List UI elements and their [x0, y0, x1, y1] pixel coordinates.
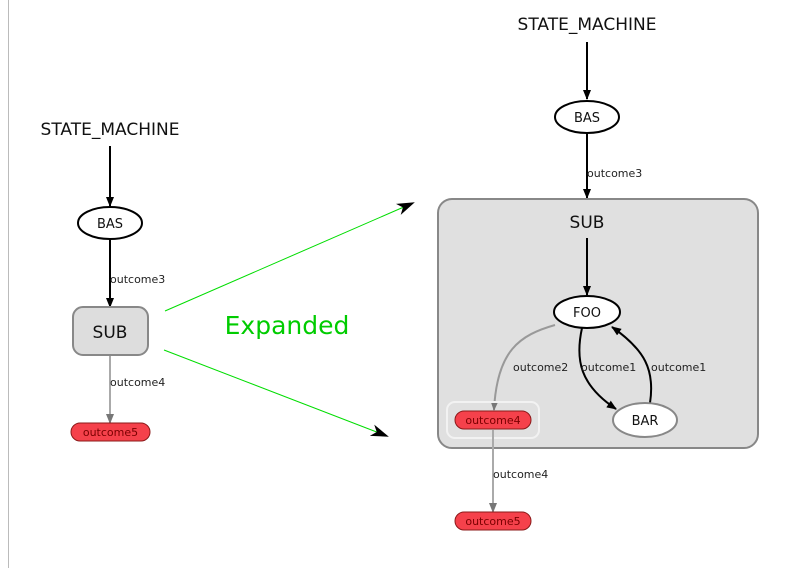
- left-container-sub-label: SUB: [93, 323, 128, 343]
- left-title: STATE_MACHINE: [41, 120, 180, 140]
- right-edge-bas-sub-label: outcome3: [587, 167, 642, 180]
- right-state-bas[interactable]: BAS: [554, 100, 620, 134]
- expanded-label: Expanded: [225, 311, 350, 340]
- right-state-bar-shape: [612, 402, 678, 438]
- expansion-annotation: Expanded: [163, 202, 415, 437]
- right-edge-bar-foo: [611, 326, 653, 404]
- right-sub-outcome4-label: outcome4: [465, 414, 520, 427]
- right-edge-foo-outcome4: [490, 324, 556, 411]
- left-container-sub-shape: [72, 306, 149, 356]
- right-graph: STATE_MACHINE BAS outcome3 SUB FOO outco…: [437, 15, 759, 531]
- expand-arrow-top: [164, 202, 415, 312]
- left-state-bas[interactable]: BAS: [77, 206, 143, 240]
- left-edge-sub-out-label: outcome4: [110, 376, 165, 389]
- right-sub-outcome4-shape: [454, 410, 532, 430]
- left-container-sub[interactable]: SUB: [72, 306, 149, 356]
- left-outcome5-shape: [70, 422, 151, 442]
- left-state-bas-label: BAS: [97, 217, 123, 232]
- right-edge-foo-outcome4-label: outcome2: [513, 361, 568, 374]
- left-graph: STATE_MACHINE BAS outcome3 SUB outcome4 …: [41, 120, 180, 442]
- right-edge-foo-bar-label: outcome1: [581, 361, 636, 374]
- left-edge-bas-sub-label: outcome3: [110, 273, 165, 286]
- right-edge-foo-bar: [578, 327, 617, 410]
- right-state-bar[interactable]: BAR: [612, 402, 678, 438]
- right-outcome5-shape: [454, 511, 532, 531]
- right-state-bas-label: BAS: [574, 111, 600, 126]
- right-title: STATE_MACHINE: [518, 15, 657, 35]
- right-edge-outcome4-outcome5-label: outcome4: [493, 468, 548, 481]
- right-state-bar-label: BAR: [632, 414, 659, 429]
- expand-arrow-bottom: [163, 349, 389, 437]
- right-outcome5[interactable]: outcome5: [454, 511, 532, 531]
- right-outcome5-label: outcome5: [465, 515, 520, 528]
- left-outcome5[interactable]: outcome5: [70, 422, 151, 442]
- right-state-foo-label: FOO: [573, 306, 601, 321]
- right-state-foo-shape: [553, 295, 621, 329]
- right-state-foo[interactable]: FOO: [553, 295, 621, 329]
- right-sub-outcome4[interactable]: outcome4: [446, 401, 540, 439]
- left-outcome5-label: outcome5: [83, 426, 138, 439]
- right-edge-bar-foo-label: outcome1: [651, 361, 706, 374]
- right-container-sub-label: SUB: [570, 213, 605, 233]
